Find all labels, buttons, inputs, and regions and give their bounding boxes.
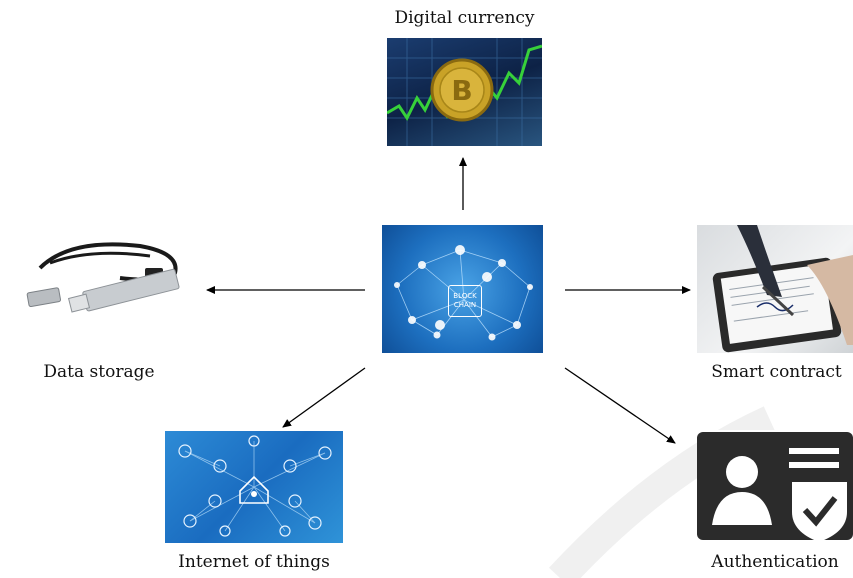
bitcoin-icon: B [387, 38, 542, 146]
blockchain-text-line2: CHAIN [453, 301, 477, 309]
data-storage-image [10, 228, 188, 353]
authentication-image [697, 430, 853, 543]
digital-currency-label: Digital currency [394, 8, 535, 28]
internet-of-things-image [165, 431, 343, 543]
usb-drive-icon [26, 242, 180, 313]
digital-currency-image: B [387, 38, 542, 146]
authentication-label: Authentication [711, 552, 839, 572]
internet-of-things-label: Internet of things [178, 552, 330, 572]
svg-text:B: B [451, 74, 472, 107]
iot-network-icon [178, 435, 332, 537]
tablet-signing-icon [712, 225, 853, 353]
blockchain-text-box: BLOCK CHAIN [448, 285, 482, 317]
smart-contract-image [697, 225, 853, 353]
network-graph-icon [394, 245, 533, 341]
arrow-to-authentication [564, 367, 676, 444]
arrow-to-internet-of-things [282, 367, 366, 428]
data-storage-label: Data storage [43, 362, 155, 382]
smart-contract-label: Smart contract [711, 362, 842, 382]
blockchain-image: BLOCK CHAIN [382, 225, 543, 353]
blockchain-text-line1: BLOCK [453, 292, 477, 300]
id-card-check-icon [697, 432, 853, 542]
